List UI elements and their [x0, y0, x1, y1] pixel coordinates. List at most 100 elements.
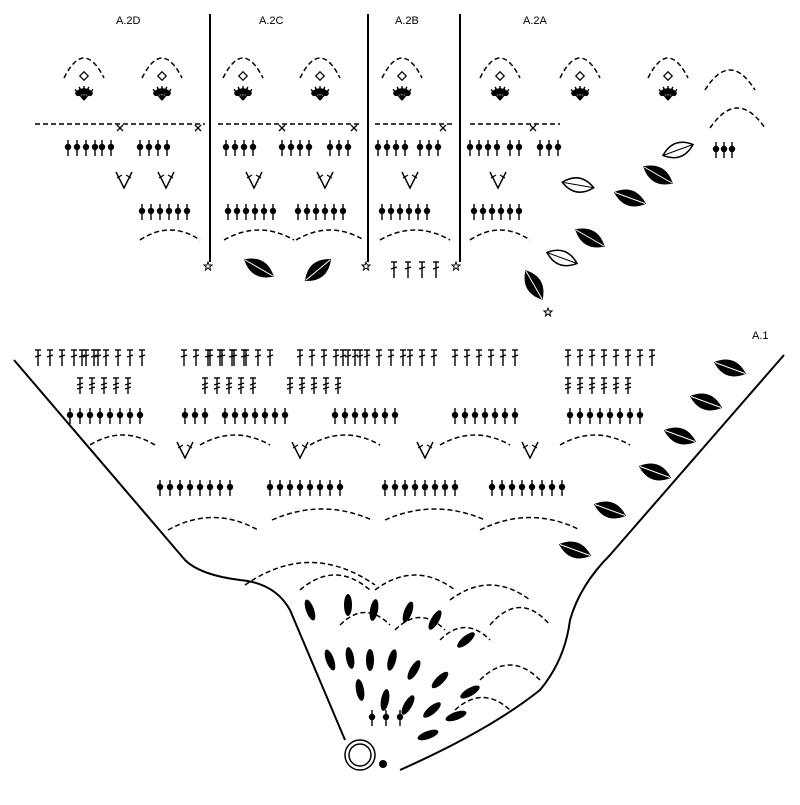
stitch-post — [112, 386, 120, 390]
stitch-post — [96, 411, 104, 419]
stitch-post — [339, 354, 347, 358]
stitch-post — [251, 207, 259, 215]
stitch-post — [126, 411, 134, 419]
stitch-post — [154, 143, 162, 151]
stitch-post — [230, 354, 238, 358]
stitch-post — [387, 207, 395, 215]
magic-ring — [348, 743, 372, 767]
stitch-post — [423, 207, 431, 215]
stitch-post — [88, 386, 96, 390]
cross-mark — [278, 124, 286, 132]
chain-arch — [299, 574, 371, 591]
stitch-post — [191, 411, 199, 419]
stitch-post — [242, 207, 250, 215]
stitch-post — [606, 411, 614, 419]
v-stitch — [167, 174, 174, 179]
chain-arch — [381, 57, 423, 79]
bean-stitch — [369, 599, 379, 621]
stitch-post — [147, 207, 155, 215]
v-stitch — [157, 171, 175, 190]
chain-arch — [379, 229, 451, 241]
chain-arch — [199, 434, 271, 446]
stitch-post — [201, 386, 209, 390]
bean-stitch — [324, 649, 336, 671]
stitch-post — [564, 382, 572, 386]
cross-mark — [194, 124, 202, 132]
stitch-post — [124, 386, 132, 390]
stitch-post — [176, 483, 184, 491]
chain-arch — [299, 57, 341, 79]
stitch-post — [221, 411, 229, 419]
stitch-post — [382, 713, 390, 721]
stitch-post — [112, 382, 120, 386]
stitch-post — [102, 354, 110, 358]
picot-diamond — [574, 70, 586, 82]
label-a1: A.1 — [752, 330, 769, 342]
chain-arch — [439, 434, 511, 446]
v-stitch — [116, 174, 123, 179]
leaf-bean — [664, 430, 696, 442]
chain-arch — [647, 57, 689, 79]
bobble-fan — [582, 90, 589, 97]
stitch-post — [497, 207, 505, 215]
stitch-post — [46, 354, 54, 358]
chain-arch — [469, 229, 531, 241]
chain-arch — [479, 516, 581, 531]
v-stitch — [186, 444, 193, 449]
chain-arch — [167, 516, 259, 531]
stitch-post — [411, 483, 419, 491]
label-a2c: A.2C — [259, 15, 284, 27]
stitch-post — [404, 266, 412, 270]
chart-outline — [13, 14, 785, 771]
leaf-bean — [714, 362, 746, 374]
stitch-post — [86, 411, 94, 419]
leaf-bean — [305, 259, 331, 281]
stitch-post — [339, 207, 347, 215]
stitch-post — [58, 354, 66, 358]
chain-arch — [454, 696, 511, 711]
chain-arch — [559, 434, 631, 446]
stitch-post — [114, 354, 122, 358]
stitch-post — [506, 143, 514, 151]
v-stitch — [246, 174, 253, 179]
stitch-post — [237, 382, 245, 386]
stitch-post — [554, 143, 562, 151]
stitch-post — [165, 207, 173, 215]
picot-diamond — [78, 70, 90, 82]
stitch-post — [287, 143, 295, 151]
stitch-post — [418, 266, 426, 270]
stitch-post — [237, 386, 245, 390]
leaf-bean — [575, 229, 605, 247]
v-stitch — [402, 174, 409, 179]
chain-arch — [89, 434, 156, 446]
stitch-post — [201, 382, 209, 386]
stitch-post — [431, 483, 439, 491]
stitch-post — [73, 143, 81, 151]
leaf-bean — [643, 166, 673, 184]
stitch-post — [233, 207, 241, 215]
stitch-post — [511, 411, 519, 419]
stitch-post — [206, 483, 214, 491]
v-stitch — [521, 441, 539, 460]
stitch-post — [294, 207, 302, 215]
stitch-post — [612, 354, 620, 358]
stitch-post — [296, 143, 304, 151]
stitch-post — [156, 483, 164, 491]
stitch-post — [303, 207, 311, 215]
stitch-post — [276, 483, 284, 491]
stitch-post — [600, 382, 608, 386]
star-marker — [360, 260, 372, 272]
stitch-post — [156, 207, 164, 215]
stitch-post — [363, 354, 371, 358]
stitch-post — [321, 207, 329, 215]
chain-arch — [141, 57, 183, 79]
stitch-post — [430, 354, 438, 358]
stitch-post — [418, 354, 426, 358]
stitch-post — [298, 382, 306, 386]
stitch-post — [126, 354, 134, 358]
chain-arch — [449, 584, 531, 601]
stitch-post — [564, 354, 572, 358]
stitch-post — [78, 354, 86, 358]
stitch-post — [381, 411, 389, 419]
stitch-post — [260, 207, 268, 215]
